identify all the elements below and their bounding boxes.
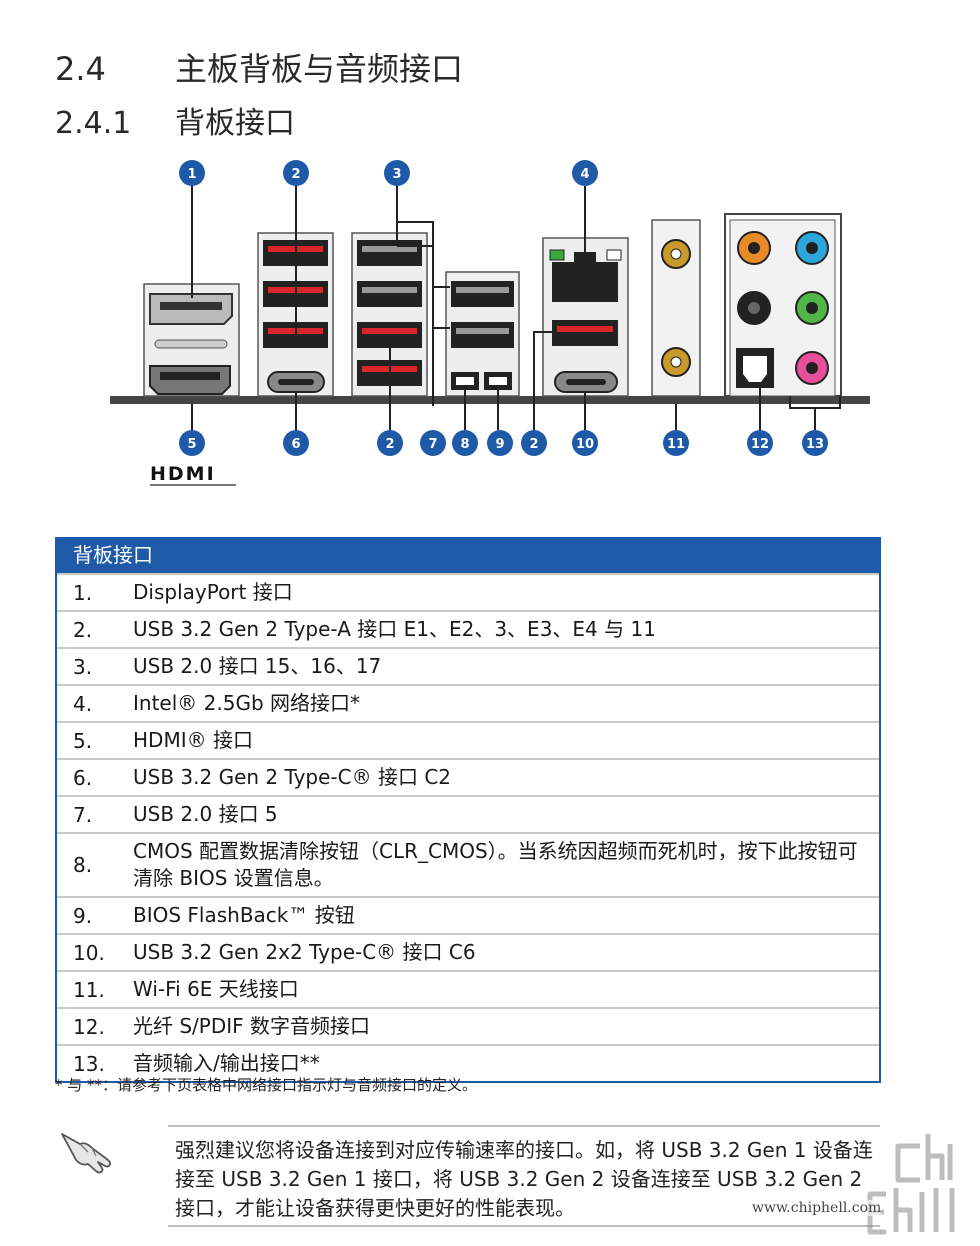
callout-7: 7 bbox=[420, 430, 446, 456]
table-row: 4. Intel® 2.5Gb 网络接口* bbox=[57, 684, 879, 721]
svg-text:13: 13 bbox=[806, 437, 824, 452]
callout-2-bottom-b: 2 bbox=[521, 430, 547, 456]
callout-5: 5 bbox=[179, 430, 205, 456]
svg-text:6: 6 bbox=[291, 437, 300, 452]
subsection-number: 2.4.1 bbox=[55, 106, 132, 141]
wifi-antenna-block bbox=[651, 219, 701, 397]
row-text: Intel® 2.5Gb 网络接口* bbox=[133, 691, 360, 715]
row-number: 5. bbox=[73, 728, 93, 753]
callout-4: 4 bbox=[572, 160, 598, 186]
watermark-url: www.chiphell.com bbox=[752, 1200, 882, 1216]
lan-block bbox=[542, 237, 629, 397]
section-heading: 2.4 主板背板与音频接口 bbox=[55, 44, 463, 90]
callout-10: 10 bbox=[572, 430, 598, 456]
section-title: 主板背板与音频接口 bbox=[175, 50, 464, 88]
subsection-heading: 2.4.1 背板接口 bbox=[55, 98, 295, 142]
row-number: 2. bbox=[73, 617, 93, 642]
row-text: CMOS 配置数据清除按钮（CLR_CMOS）。当系统因超频而死机时，按下此按钮… bbox=[133, 839, 858, 890]
row-number: 7. bbox=[73, 802, 93, 827]
svg-text:10: 10 bbox=[576, 437, 594, 452]
svg-text:3: 3 bbox=[392, 167, 401, 182]
row-number: 4. bbox=[73, 691, 93, 716]
row-number: 8. bbox=[73, 853, 93, 877]
svg-text:11: 11 bbox=[667, 437, 685, 452]
table-row: 12. 光纤 S/PDIF 数字音频接口 bbox=[57, 1007, 879, 1044]
svg-text:7: 7 bbox=[428, 437, 437, 452]
chiphell-watermark bbox=[867, 1134, 955, 1235]
svg-text:4: 4 bbox=[580, 167, 589, 182]
note-text: 强烈建议您将设备连接到对应传输速率的接口。如，将 USB 3.2 Gen 1 设… bbox=[175, 1138, 873, 1220]
row-text: USB 2.0 接口 15、16、17 bbox=[133, 654, 382, 678]
row-number: 9. bbox=[73, 903, 93, 928]
svg-text:8: 8 bbox=[460, 437, 469, 452]
callout-2-top: 2 bbox=[283, 160, 309, 186]
svg-text:5: 5 bbox=[187, 437, 196, 452]
hdmi-logo: HDMI bbox=[150, 463, 216, 485]
note-divider-bottom bbox=[168, 1225, 880, 1227]
row-number: 1. bbox=[73, 580, 93, 605]
table-row: 7. USB 2.0 接口 5 bbox=[57, 795, 879, 832]
callout-11: 11 bbox=[663, 430, 689, 456]
audio-block bbox=[724, 213, 842, 397]
hdmi-logo-tagline bbox=[150, 484, 236, 486]
usb-stack-small bbox=[445, 271, 520, 397]
callout-9: 9 bbox=[487, 430, 513, 456]
hand-pointing-icon bbox=[61, 1133, 112, 1174]
row-text: 音频输入/输出接口** bbox=[133, 1051, 320, 1075]
row-number: 12. bbox=[73, 1014, 105, 1039]
row-text: HDMI® 接口 bbox=[133, 728, 253, 752]
callout-2-bottom-a: 2 bbox=[377, 430, 403, 456]
svg-text:2: 2 bbox=[529, 437, 538, 452]
row-text: USB 3.2 Gen 2x2 Type-C® 接口 C6 bbox=[133, 940, 476, 964]
row-number: 6. bbox=[73, 765, 93, 790]
callout-12: 12 bbox=[747, 430, 773, 456]
dp-hdmi-block bbox=[143, 283, 240, 397]
row-text: BIOS FlashBack™ 按钮 bbox=[133, 903, 355, 927]
row-text: USB 3.2 Gen 2 Type-C® 接口 C2 bbox=[133, 765, 452, 789]
callout-13: 13 bbox=[802, 430, 828, 456]
footnote: * 与 **：请参考下页表格中网络接口指示灯与音频接口的定义。 bbox=[55, 1076, 478, 1094]
subsection-title: 背板接口 bbox=[175, 106, 295, 141]
svg-text:1: 1 bbox=[187, 167, 196, 182]
table-header: 背板接口 bbox=[57, 537, 879, 573]
svg-text:2: 2 bbox=[291, 167, 300, 182]
note-divider-top bbox=[168, 1125, 880, 1127]
row-text: USB 3.2 Gen 2 Type-A 接口 E1、E2、3、E3、E4 与 … bbox=[133, 617, 656, 641]
row-text: USB 2.0 接口 5 bbox=[133, 802, 278, 826]
callout-6: 6 bbox=[283, 430, 309, 456]
callout-3: 3 bbox=[384, 160, 410, 186]
row-text: DisplayPort 接口 bbox=[133, 580, 293, 604]
table-row: 8. CMOS 配置数据清除按钮（CLR_CMOS）。当系统因超频而死机时，按下此… bbox=[57, 832, 879, 896]
section-number: 2.4 bbox=[55, 50, 106, 88]
table-row: 1. DisplayPort 接口 bbox=[57, 573, 879, 610]
callout-1: 1 bbox=[179, 160, 205, 186]
table-row: 11. Wi-Fi 6E 天线接口 bbox=[57, 970, 879, 1007]
row-text: 光纤 S/PDIF 数字音频接口 bbox=[133, 1014, 371, 1038]
row-text: Wi-Fi 6E 天线接口 bbox=[133, 977, 299, 1001]
table-row: 5. HDMI® 接口 bbox=[57, 721, 879, 758]
row-number: 11. bbox=[73, 977, 105, 1002]
io-shield-base bbox=[110, 396, 870, 404]
table-row: 3. USB 2.0 接口 15、16、17 bbox=[57, 647, 879, 684]
table-row: 2. USB 3.2 Gen 2 Type-A 接口 E1、E2、3、E3、E4 … bbox=[57, 610, 879, 647]
table-row: 10. USB 3.2 Gen 2x2 Type-C® 接口 C6 bbox=[57, 933, 879, 970]
table-row: 6. USB 3.2 Gen 2 Type-C® 接口 C2 bbox=[57, 758, 879, 795]
svg-text:12: 12 bbox=[751, 437, 769, 452]
svg-text:9: 9 bbox=[495, 437, 504, 452]
rear-io-diagram: 1 2 3 4 5 6 2 7 8 9 2 10 11 12 13 HDMI bbox=[110, 160, 870, 486]
rear-io-table: 背板接口 1. DisplayPort 接口 2. USB 3.2 Gen 2 Ty… bbox=[55, 537, 881, 1083]
table-row: 13. 音频输入/输出接口** bbox=[57, 1044, 879, 1081]
row-number: 3. bbox=[73, 654, 93, 679]
row-number: 10. bbox=[73, 940, 105, 965]
svg-text:2: 2 bbox=[385, 437, 394, 452]
row-number: 13. bbox=[73, 1051, 105, 1076]
table-row: 9. BIOS FlashBack™ 按钮 bbox=[57, 896, 879, 933]
callout-8: 8 bbox=[452, 430, 478, 456]
